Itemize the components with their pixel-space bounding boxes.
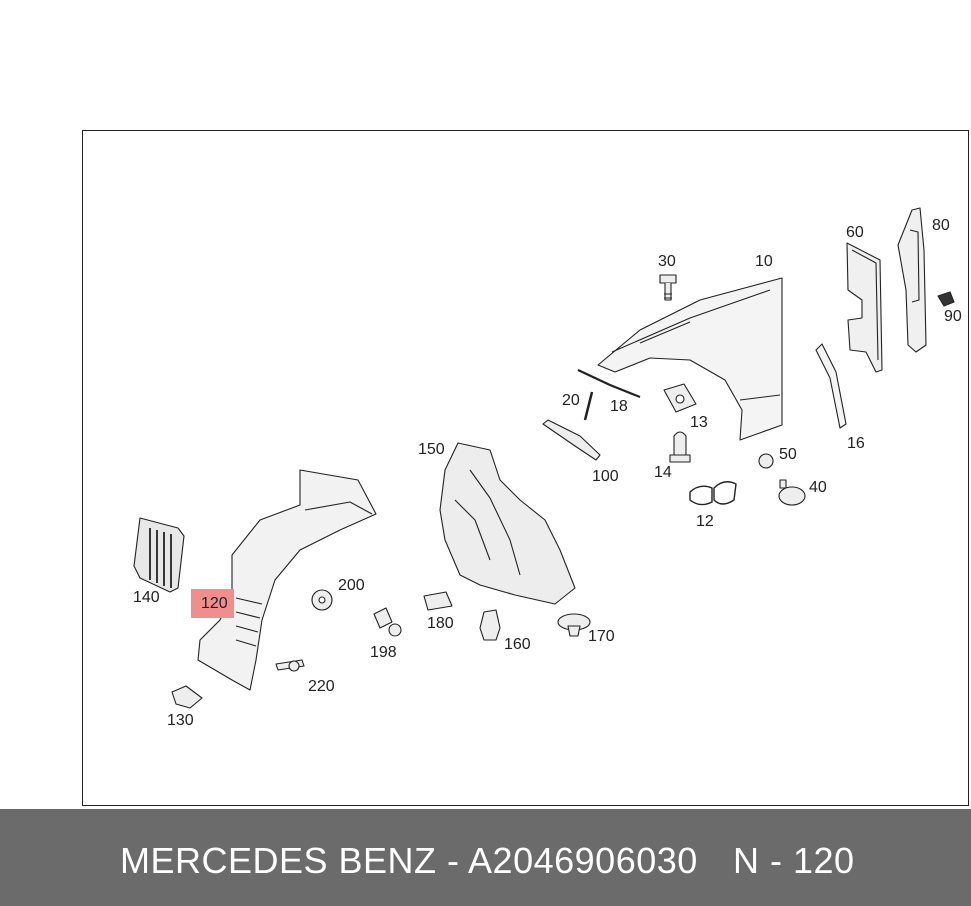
part-130-clip[interactable] bbox=[171, 685, 203, 709]
diagram-frame bbox=[82, 130, 969, 806]
part-198-rivet[interactable] bbox=[373, 607, 402, 637]
label-150: 150 bbox=[418, 441, 445, 458]
part-100-bracket[interactable] bbox=[542, 419, 601, 461]
part-14-clip[interactable] bbox=[669, 431, 691, 463]
footer-bar bbox=[0, 809, 971, 906]
part-220-screw[interactable] bbox=[275, 659, 305, 672]
part-160-clip[interactable] bbox=[479, 609, 501, 641]
label-10: 10 bbox=[755, 253, 773, 270]
part-18-seal[interactable] bbox=[577, 369, 641, 399]
label-100: 100 bbox=[592, 468, 619, 485]
label-13: 13 bbox=[690, 414, 708, 431]
label-60: 60 bbox=[846, 224, 864, 241]
part-50-grommet[interactable] bbox=[758, 453, 774, 469]
part-40-rivet[interactable] bbox=[778, 479, 806, 506]
part-150-liner[interactable] bbox=[439, 442, 576, 605]
label-16: 16 bbox=[847, 435, 865, 452]
footer-brand-part: MERCEDES BENZ - A2046906030 bbox=[120, 840, 698, 881]
label-12: 12 bbox=[696, 513, 714, 530]
label-14: 14 bbox=[654, 464, 672, 481]
part-80-bracket[interactable] bbox=[897, 207, 927, 353]
label-18: 18 bbox=[610, 398, 628, 415]
label-220: 220 bbox=[308, 678, 335, 695]
part-60-panel[interactable] bbox=[846, 242, 883, 373]
part-120-liner[interactable] bbox=[197, 469, 377, 691]
part-180-clip[interactable] bbox=[423, 591, 453, 611]
label-30: 30 bbox=[658, 253, 676, 270]
label-140: 140 bbox=[133, 589, 160, 606]
label-200: 200 bbox=[338, 577, 365, 594]
label-50: 50 bbox=[779, 446, 797, 463]
label-198: 198 bbox=[370, 644, 397, 661]
part-10-fender[interactable] bbox=[597, 277, 783, 441]
label-170: 170 bbox=[588, 628, 615, 645]
label-160: 160 bbox=[504, 636, 531, 653]
part-12-badge[interactable] bbox=[689, 481, 737, 506]
label-120: 120 bbox=[201, 595, 228, 612]
part-170-grommet[interactable] bbox=[557, 613, 591, 637]
label-180: 180 bbox=[427, 615, 454, 632]
part-13-nut[interactable] bbox=[663, 383, 697, 413]
part-30-bolt[interactable] bbox=[659, 274, 677, 301]
label-90: 90 bbox=[944, 308, 962, 325]
label-20: 20 bbox=[562, 392, 580, 409]
highlight-box-120: 120 bbox=[191, 589, 234, 618]
part-200-nut[interactable] bbox=[311, 589, 333, 611]
part-140-grille[interactable] bbox=[133, 517, 185, 593]
part-20-pin[interactable] bbox=[583, 391, 594, 421]
part-16-strip[interactable] bbox=[815, 343, 847, 429]
label-40: 40 bbox=[809, 479, 827, 496]
part-90-clip[interactable] bbox=[937, 291, 955, 307]
label-80: 80 bbox=[932, 217, 950, 234]
label-130: 130 bbox=[167, 712, 194, 729]
footer-ref: N - 120 bbox=[733, 840, 855, 881]
